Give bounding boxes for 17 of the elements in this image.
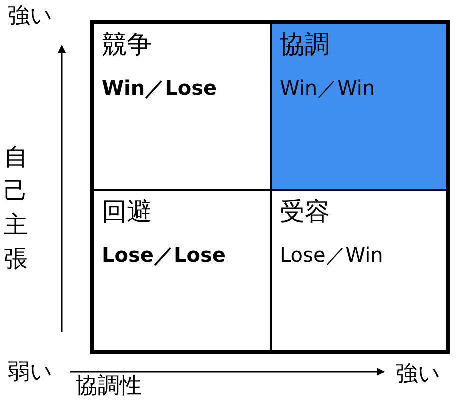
outcome-label: Win／Lose [102, 76, 218, 100]
quadrant-box [270, 189, 450, 354]
quadrant-box [270, 20, 450, 191]
quadrant-title: 回避 [102, 197, 152, 227]
outcome-label: Win／Win [280, 76, 376, 100]
axis-end-label: 強い [396, 362, 441, 388]
axis-title: 自己主張 [4, 142, 28, 275]
quadrant-title: 競争 [102, 30, 152, 60]
quadrant-title: 協調 [280, 30, 330, 60]
axis-end-label: 弱い [8, 360, 53, 386]
quadrant-box [90, 189, 272, 354]
axis-title: 協調性 [76, 374, 142, 400]
axis-end-label: 強い [8, 4, 53, 30]
outcome-label: Lose／Lose [102, 243, 226, 267]
quadrant-box [90, 20, 272, 191]
outcome-label: Lose／Win [280, 243, 384, 267]
quadrant-title: 受容 [280, 197, 330, 227]
